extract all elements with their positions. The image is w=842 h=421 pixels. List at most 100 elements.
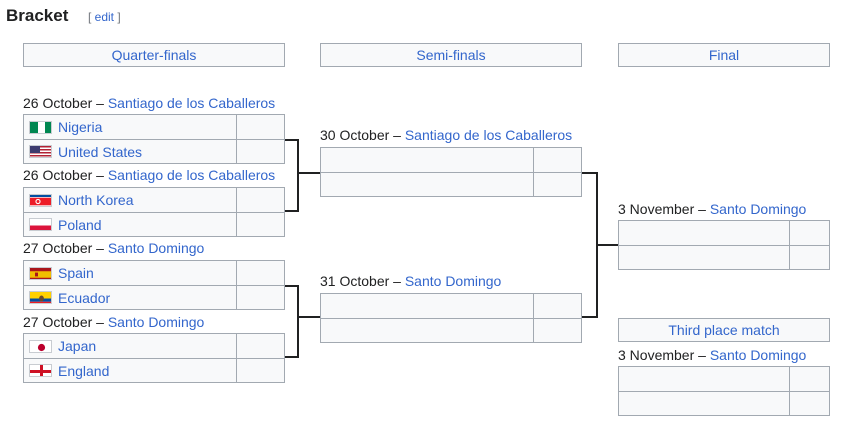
- score-cell: [533, 148, 581, 172]
- team-row: Japan: [24, 334, 284, 358]
- score-cell: [236, 115, 284, 139]
- team-row: Nigeria: [24, 115, 284, 139]
- match-date: 27 October: [23, 314, 93, 330]
- team-cell: [619, 221, 789, 245]
- round-header-semifinals[interactable]: Semi-finals: [320, 43, 582, 67]
- team-name[interactable]: North Korea: [58, 192, 134, 208]
- bracket-connector: [596, 244, 618, 246]
- score-cell: [533, 294, 581, 318]
- spain-flag-icon: [29, 266, 52, 280]
- team-name[interactable]: Poland: [58, 216, 102, 233]
- ecuador-flag-icon: [29, 291, 52, 304]
- score-cell: [789, 221, 829, 245]
- match-date: 3 November: [618, 201, 695, 217]
- team-name[interactable]: United States: [58, 143, 143, 160]
- team-cell: England: [24, 359, 236, 382]
- bracket-connector: [582, 172, 598, 174]
- round-header-third-place[interactable]: Third place match: [618, 318, 830, 342]
- bracket-connector: [297, 172, 320, 174]
- match-info-sf1: 30 October – Santiago de los Caballeros: [320, 127, 573, 143]
- team-cell: [321, 173, 533, 196]
- match-info-qf1: 26 October – Santiago de los Caballeros: [23, 95, 276, 111]
- team-row: [619, 221, 829, 245]
- team-cell: [619, 392, 789, 415]
- venue-link[interactable]: Santiago de los Caballeros: [404, 127, 573, 143]
- edit-section: [ edit ]: [88, 10, 121, 24]
- venue-link[interactable]: Santo Domingo: [709, 201, 807, 217]
- match-info-qf3: 27 October – Santo Domingo: [23, 240, 205, 256]
- poland-flag-icon: [29, 218, 52, 231]
- team-name[interactable]: Spain: [58, 265, 94, 281]
- team-row: [619, 391, 829, 415]
- team-cell: Spain: [24, 261, 236, 285]
- north-korea-flag-icon: [29, 193, 52, 207]
- venue-link[interactable]: Santiago de los Caballeros: [107, 167, 276, 183]
- team-row: Poland: [24, 212, 284, 236]
- venue-link[interactable]: Santo Domingo: [107, 240, 205, 256]
- match-third-place: [618, 366, 830, 416]
- team-row: Spain: [24, 261, 284, 285]
- team-row: [321, 294, 581, 318]
- team-cell: Japan: [24, 334, 236, 358]
- team-name[interactable]: Nigeria: [58, 119, 103, 135]
- score-cell: [236, 188, 284, 212]
- match-date: 30 October: [320, 127, 390, 143]
- edit-link[interactable]: edit: [94, 10, 115, 24]
- score-cell: [236, 261, 284, 285]
- match-date: 26 October: [23, 95, 93, 111]
- team-row: [619, 245, 829, 269]
- team-row: North Korea: [24, 188, 284, 212]
- team-cell: [321, 294, 533, 318]
- team-cell: Nigeria: [24, 115, 236, 139]
- match-qf3: Spain Ecuador: [23, 260, 285, 310]
- team-row: England: [24, 358, 284, 382]
- team-row: [619, 367, 829, 391]
- venue-link[interactable]: Santiago de los Caballeros: [107, 95, 276, 111]
- team-name[interactable]: Japan: [58, 338, 97, 354]
- team-name[interactable]: Ecuador: [58, 289, 111, 306]
- venue-link[interactable]: Santo Domingo: [404, 273, 502, 289]
- team-row: United States: [24, 139, 284, 163]
- score-cell: [789, 246, 829, 269]
- match-date: 26 October: [23, 167, 93, 183]
- match-info-third-place: 3 November – Santo Domingo: [618, 347, 807, 363]
- match-qf4: Japan England: [23, 333, 285, 383]
- team-cell: North Korea: [24, 188, 236, 212]
- bracket-connector: [285, 356, 299, 358]
- score-cell: [789, 392, 829, 415]
- match-qf2: North Korea Poland: [23, 187, 285, 237]
- match-sf1: [320, 147, 582, 197]
- round-header-quarterfinals[interactable]: Quarter-finals: [23, 43, 285, 67]
- venue-link[interactable]: Santo Domingo: [709, 347, 807, 363]
- bracket-connector: [285, 139, 299, 141]
- match-info-qf2: 26 October – Santiago de los Caballeros: [23, 167, 276, 183]
- team-cell: Poland: [24, 213, 236, 236]
- bracket-connector: [285, 210, 299, 212]
- team-cell: [321, 148, 533, 172]
- team-name[interactable]: England: [58, 362, 110, 379]
- venue-link[interactable]: Santo Domingo: [107, 314, 205, 330]
- score-cell: [236, 359, 284, 382]
- score-cell: [789, 367, 829, 391]
- bracket-connector: [297, 316, 320, 318]
- team-row: [321, 148, 581, 172]
- match-final: [618, 220, 830, 270]
- round-header-final[interactable]: Final: [618, 43, 830, 67]
- team-row: [321, 318, 581, 342]
- score-cell: [236, 286, 284, 309]
- team-cell: Ecuador: [24, 286, 236, 309]
- bracket-connector: [297, 285, 299, 358]
- team-row: Ecuador: [24, 285, 284, 309]
- team-row: [321, 172, 581, 196]
- score-cell: [236, 334, 284, 358]
- score-cell: [533, 173, 581, 196]
- nigeria-flag-icon: [29, 120, 52, 134]
- england-flag-icon: [29, 364, 52, 377]
- match-date: 3 November: [618, 347, 695, 363]
- match-info-qf4: 27 October – Santo Domingo: [23, 314, 205, 330]
- page-heading: Bracket: [6, 6, 69, 25]
- team-cell: [619, 246, 789, 269]
- score-cell: [236, 140, 284, 163]
- team-cell: [321, 319, 533, 342]
- match-qf1: Nigeria United States: [23, 114, 285, 164]
